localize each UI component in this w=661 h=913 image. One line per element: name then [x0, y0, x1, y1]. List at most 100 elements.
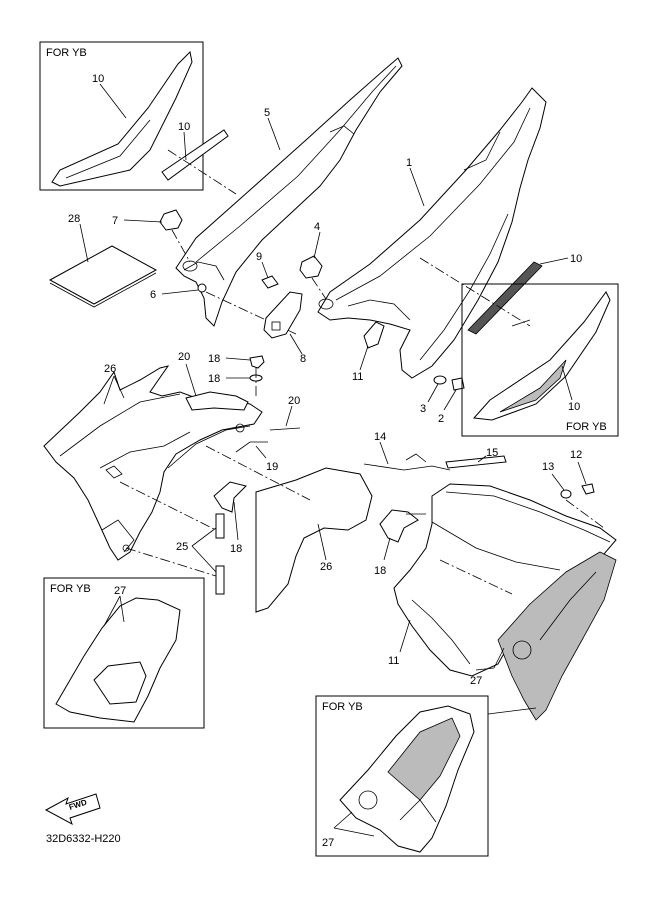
- label-27a: 26: [104, 363, 116, 375]
- dash-7: [171, 229, 191, 263]
- label-25: 25: [176, 541, 188, 553]
- front-cover-27-shape: [43, 365, 263, 561]
- dash-14: [565, 499, 605, 529]
- washer-3: 3: [420, 375, 447, 415]
- front-cover-13-edge: [445, 491, 611, 543]
- leader-18b: [383, 537, 391, 561]
- side-cover-1-ridge: [463, 131, 501, 171]
- side-cover-5-edge: [195, 65, 397, 263]
- fastener-20: 18: [208, 353, 265, 369]
- side-cover-5-hole: [182, 260, 198, 272]
- side-cover-5: 5: [175, 57, 403, 327]
- inset-for-yb-26: FOR YB 27: [315, 695, 489, 857]
- dash-4: [311, 277, 329, 303]
- clip-18a: 18: [213, 481, 247, 555]
- label-21: 18: [208, 373, 220, 385]
- strip-17: 15: [445, 447, 507, 469]
- leader-25: [191, 527, 217, 573]
- pad-25b: [215, 565, 225, 595]
- inset-frame: [315, 695, 489, 857]
- decal-26-shape: [497, 551, 617, 721]
- leader-23: [285, 405, 293, 427]
- decal-10: 10: [419, 253, 582, 335]
- label-17: 15: [486, 447, 498, 459]
- label-11b: 10: [178, 121, 190, 133]
- leader-28: [79, 223, 89, 263]
- bracket-19-hole: [235, 423, 245, 433]
- fastener-21: 18: [208, 368, 263, 396]
- decal-26-inset-graphic: [399, 799, 437, 823]
- decal-10-inset-shape: [472, 291, 611, 421]
- leader-17: [477, 455, 487, 463]
- side-cover-5-tab: [183, 261, 225, 281]
- decal-11-inset-edge: [65, 119, 151, 179]
- leader-13: [399, 619, 411, 653]
- front-cover-27-hole: [122, 544, 130, 552]
- inset-connector-10: [511, 319, 531, 327]
- leader-1: [409, 167, 425, 207]
- leader-12: [359, 345, 369, 371]
- pad-25a: [215, 513, 225, 539]
- decal-11-strip: [161, 129, 229, 181]
- bracket-19-shape: [185, 391, 249, 411]
- dash-27b: [125, 547, 217, 577]
- label-24: 26: [320, 561, 332, 573]
- cover-27-inset-cutout: [93, 661, 147, 705]
- label-15: 13: [542, 461, 554, 473]
- inset-label: FOR YB: [46, 47, 87, 59]
- bracket-12-shape: [363, 321, 385, 349]
- front-cover-27: 26: [43, 363, 263, 577]
- leader-27a: [103, 375, 125, 405]
- sheet-24-shape: [255, 467, 373, 613]
- leader-5: [267, 117, 281, 151]
- label-18a: 18: [230, 543, 242, 555]
- bracket-8-shape: [263, 291, 303, 339]
- leader-4: [313, 231, 321, 259]
- label-26a: 27: [470, 675, 482, 687]
- leader-9: [261, 261, 269, 279]
- leader-11a: [99, 83, 127, 119]
- decal-26: 27: [470, 551, 617, 721]
- decal-26-emblem: [512, 640, 532, 660]
- label-27b: 27: [114, 585, 126, 597]
- leader-2: [443, 389, 457, 411]
- decal-11-inset-shape: [51, 50, 193, 187]
- label-12: 11: [352, 371, 363, 383]
- leader-26a: [475, 647, 505, 671]
- label-11a: 10: [92, 73, 104, 85]
- leader-3: [427, 383, 439, 403]
- label-28: 28: [68, 213, 80, 225]
- strip-22-shape: [235, 441, 268, 453]
- fwd-arrow: FWD: [44, 793, 101, 826]
- pads-25: 25: [176, 513, 225, 595]
- side-cover-1: 1: [317, 87, 547, 379]
- decal-26-stripe: [539, 571, 597, 641]
- inset-connector-26: [487, 707, 537, 715]
- label-1: 1: [406, 157, 412, 169]
- bolt-9: 9: [256, 251, 279, 289]
- manual-28: 28: [48, 213, 158, 308]
- inset-frame: [39, 41, 204, 191]
- strip-16: 14: [363, 431, 451, 471]
- side-cover-5-slot: [329, 125, 355, 135]
- label-23: 20: [288, 395, 300, 407]
- label-10a: 10: [570, 253, 582, 265]
- side-cover-1-shape: [317, 87, 547, 379]
- grommet-7-shape: [159, 209, 183, 231]
- screw-6-shape: [197, 283, 207, 293]
- bracket-8: 8: [263, 291, 306, 365]
- inset-for-yb-27: FOR YB 27: [43, 577, 205, 729]
- leader-11b: [183, 131, 187, 161]
- bracket-19: 20: [167, 351, 251, 469]
- fastener-20-shape: [249, 355, 265, 369]
- bracket-8-nut: [271, 321, 281, 331]
- label-8: 8: [300, 353, 306, 365]
- leader-20: [225, 357, 251, 361]
- grommet-4: 4: [299, 221, 329, 303]
- dash-24: [205, 445, 311, 501]
- label-7: 7: [112, 215, 118, 227]
- label-10b: 10: [568, 401, 580, 413]
- label-14: 12: [570, 449, 582, 461]
- grommet-7: 7: [112, 209, 191, 263]
